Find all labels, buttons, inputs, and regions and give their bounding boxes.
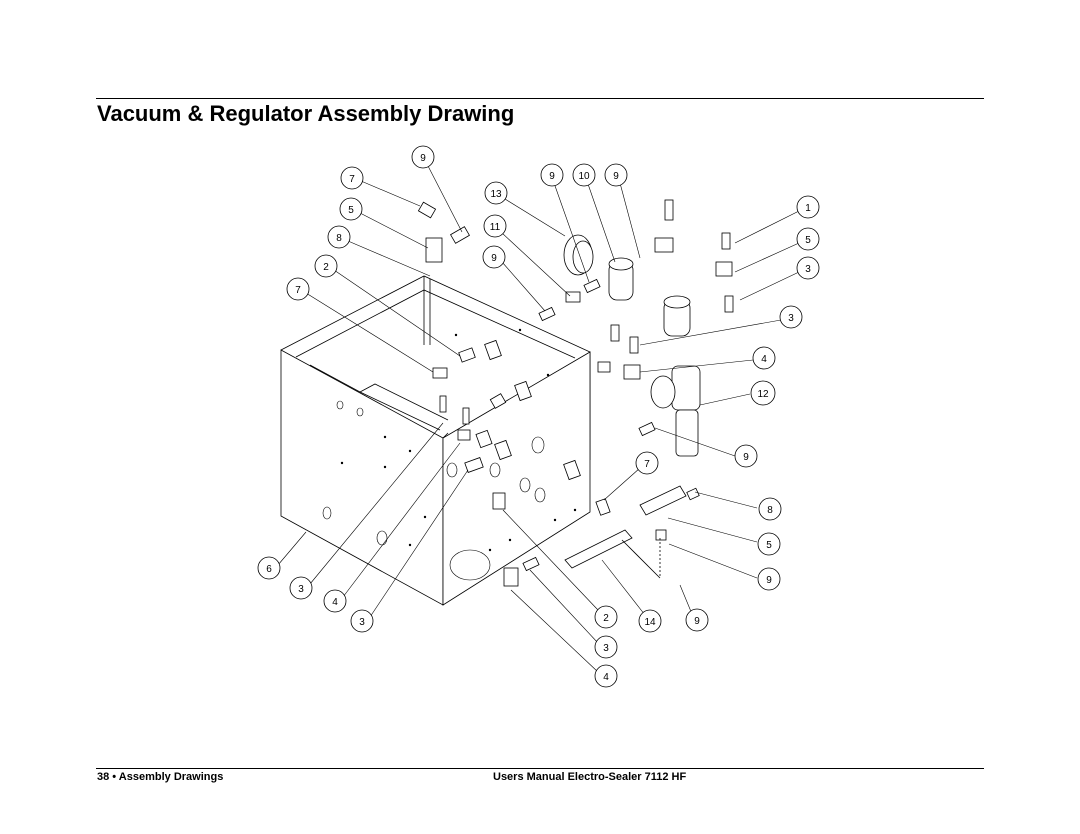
callout-label: 3 [359,617,365,628]
callout-label: 9 [766,575,772,586]
callout: 8 [327,225,351,249]
callout-label: 9 [491,253,497,264]
callout: 10 [572,163,596,187]
callout: 5 [796,227,820,251]
callout-label: 9 [613,171,619,182]
callout-label: 14 [644,617,656,628]
callout: 9 [604,163,628,187]
callout: 1 [796,195,820,219]
callout: 4 [594,664,618,688]
callout-label: 3 [788,313,794,324]
callout: 3 [594,635,618,659]
callout: 6 [257,556,281,580]
callout: 4 [323,589,347,613]
footer-rule [96,768,984,769]
callouts: 9 7 5 8 2 7 9 10 9 13 11 9 1 5 3 3 4 12 … [257,145,820,688]
callout-label: 13 [490,189,502,200]
callout-label: 8 [767,505,773,516]
callout-label: 5 [348,205,354,216]
callout: 5 [339,197,363,221]
callout: 3 [289,576,313,600]
callout: 3 [779,305,803,329]
callout: 3 [796,256,820,280]
callout: 9 [482,245,506,269]
leader-lines [277,163,800,673]
callout-label: 2 [603,613,609,624]
callout-label: 1 [805,203,811,214]
callout: 7 [340,166,364,190]
callout: 7 [286,277,310,301]
callout: 12 [750,380,776,406]
callout: 2 [594,605,618,629]
callout-label: 10 [578,171,590,182]
callout-label: 3 [298,584,304,595]
callout-label: 6 [266,564,272,575]
callout-label: 2 [323,262,329,273]
callout-label: 4 [603,672,609,683]
callout-label: 12 [757,389,769,400]
callout-label: 5 [805,235,811,246]
callout: 8 [758,497,782,521]
callout: 4 [752,346,776,370]
callout-label: 3 [603,643,609,654]
callout-label: 7 [295,285,301,296]
callout: 14 [638,609,662,633]
callout-label: 11 [490,222,501,233]
callout-label: 8 [336,233,342,244]
callout-label: 7 [349,174,355,185]
page-title: Vacuum & Regulator Assembly Drawing [97,101,515,126]
footer-manual-title: Users Manual Electro-Sealer 7112 HF [493,771,687,783]
callout: 11 [483,214,507,238]
callout: 9 [734,444,758,468]
callout-label: 3 [805,264,811,275]
callout-label: 4 [332,597,338,608]
header-rule [96,98,984,99]
callout: 3 [350,609,374,633]
callout: 9 [540,163,564,187]
footer-page-section: 38 • Assembly Drawings [97,771,224,783]
callout: 9 [757,567,781,591]
callout-label: 5 [766,540,772,551]
callout-label: 9 [420,153,426,164]
callout: 5 [757,532,781,556]
callout: 9 [411,145,435,169]
callout: 13 [484,181,508,205]
callout: 9 [685,608,709,632]
callout: 7 [635,451,659,475]
callout-label: 9 [743,452,749,463]
components [417,199,734,587]
enclosure [280,275,591,606]
callout-label: 9 [694,616,700,627]
callout-label: 9 [549,171,555,182]
callout-label: 7 [644,459,650,470]
callout-label: 4 [761,354,767,365]
callout: 2 [314,254,338,278]
